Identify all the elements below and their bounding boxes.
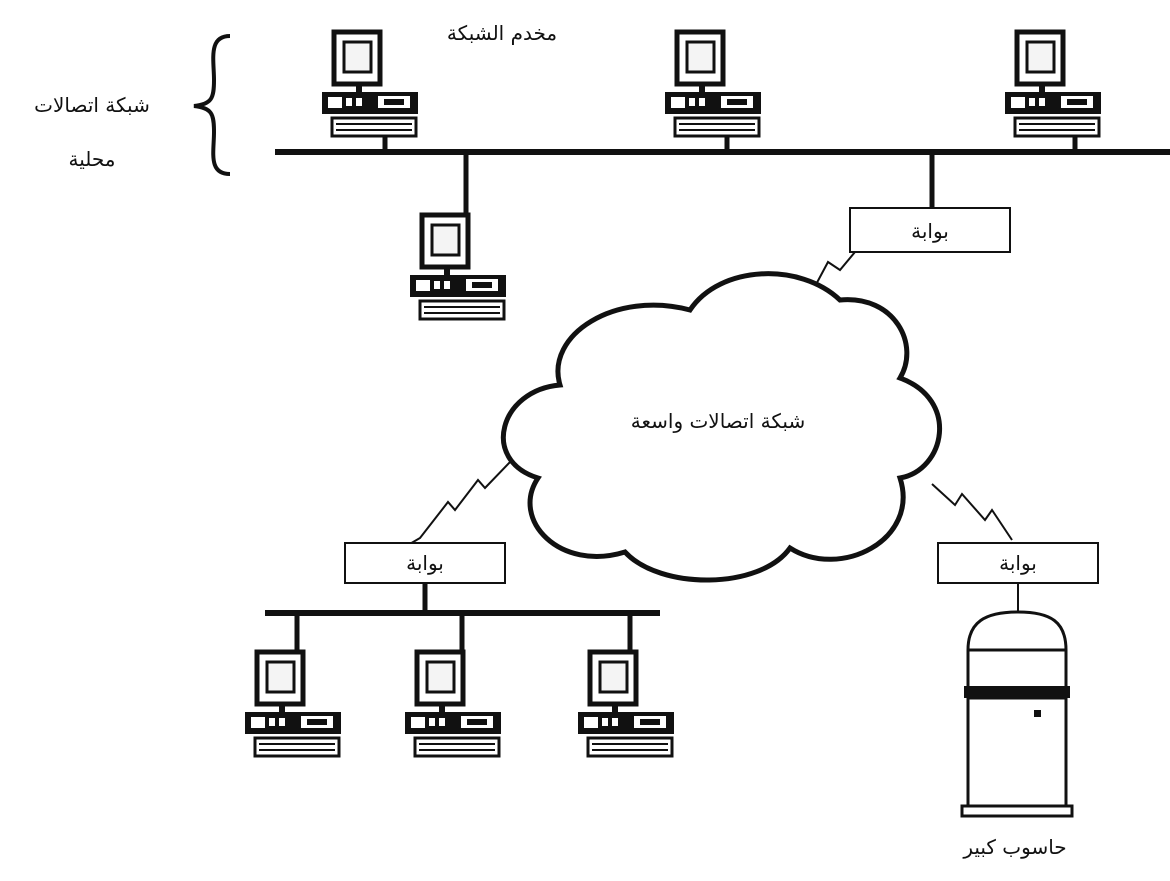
gateway-label-right: بوابة xyxy=(999,551,1037,575)
computer-icon xyxy=(578,652,674,756)
server-computer-icon xyxy=(322,32,418,136)
wan-link-zigzag-right xyxy=(931,483,1013,541)
computer-icon xyxy=(665,32,761,136)
gateway-box-top xyxy=(849,207,1011,253)
gateway-box-right xyxy=(937,542,1099,584)
computer-icon xyxy=(405,652,501,756)
wan-label: شبكة اتصالات واسعة xyxy=(631,409,805,433)
lan-brace xyxy=(193,34,231,176)
wan-cloud xyxy=(500,271,942,583)
mainframe-icon xyxy=(960,610,1074,818)
computer-icon xyxy=(1005,32,1101,136)
lan-label-line1: شبكة اتصالات xyxy=(34,93,150,117)
computer-icon xyxy=(245,652,341,756)
lan-label-line2: محلية xyxy=(68,147,115,171)
computer-icon xyxy=(410,215,506,319)
wan-link-zigzag-left xyxy=(407,461,511,546)
server-label: مخدم الشبكة xyxy=(447,21,557,45)
gateway-label-left: بوابة xyxy=(406,551,444,575)
gateway-label-top: بوابة xyxy=(911,219,949,243)
mainframe-label: حاسوب كبير xyxy=(962,835,1066,859)
